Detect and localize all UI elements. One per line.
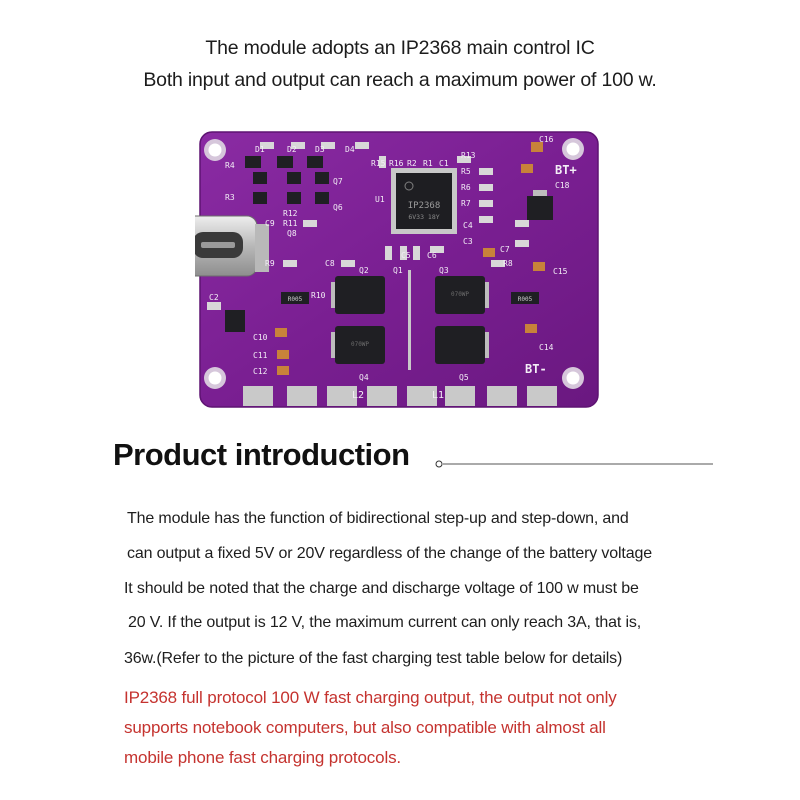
- silk-r11: R11: [283, 219, 298, 228]
- sense-resistor-left: R005: [281, 292, 309, 304]
- silk-r6: R6: [461, 183, 471, 192]
- chip-marking-line-2: 6V33 18Y: [408, 213, 439, 221]
- section-title: Product introduction: [113, 437, 410, 472]
- silk-d1: D1: [255, 145, 265, 154]
- capacitors-orange: [275, 142, 545, 375]
- silk-c7: C7: [500, 245, 510, 254]
- transistor-group-top-left: [245, 156, 329, 204]
- intro-line-5: 36w.(Refer to the picture of the fast ch…: [124, 650, 623, 667]
- svg-text:R005: R005: [288, 296, 303, 303]
- mounting-hole-bottom-right: [562, 367, 584, 389]
- silk-r10: R10: [311, 291, 326, 300]
- silk-c12: C12: [253, 367, 268, 376]
- silk-q5: Q5: [459, 373, 469, 382]
- mosfet-q1: [331, 276, 385, 314]
- silk-r7: R7: [461, 199, 471, 208]
- passive-components: [260, 142, 529, 267]
- silk-c3: C3: [463, 237, 473, 246]
- intro-line-1: The module has the function of bidirecti…: [127, 510, 629, 527]
- silk-c16: C16: [539, 135, 554, 144]
- silk-q8: Q8: [287, 229, 297, 238]
- silk-l1: L1: [432, 390, 444, 401]
- silk-r4: R4: [225, 161, 235, 170]
- highlight-line-1: IP2368 full protocol 100 W fast charging…: [124, 688, 617, 707]
- silk-d2: D2: [287, 145, 297, 154]
- silk-c1: C1: [439, 159, 449, 168]
- mounting-hole-top-right: [562, 138, 584, 160]
- silk-r16: R16: [389, 159, 404, 168]
- silk-c5: C5: [401, 251, 411, 260]
- mounting-hole-top-left: [204, 139, 226, 161]
- mosfet-q4: [435, 326, 489, 364]
- silk-c18: C18: [555, 181, 570, 190]
- sense-resistor-right: R005: [511, 292, 539, 304]
- title-rule: [435, 460, 713, 468]
- usb-c-port: [195, 215, 269, 277]
- silk-r5: R5: [461, 167, 471, 176]
- svg-text:R005: R005: [518, 296, 533, 303]
- mosfet-q2: [435, 276, 489, 314]
- silk-c10: C10: [253, 333, 268, 342]
- silk-r12: R12: [283, 209, 298, 218]
- mounting-hole-bottom-left: [204, 367, 226, 389]
- ip2368-chip: IP2368 6V33 18Y: [391, 168, 457, 234]
- header-line-1: The module adopts an IP2368 main control…: [205, 37, 595, 59]
- header-line-2: Both input and output can reach a maximu…: [143, 69, 657, 91]
- regulator-u1: [527, 196, 553, 220]
- silk-q6: Q6: [333, 203, 343, 212]
- silk-bt-plus: BT+: [555, 163, 577, 177]
- silk-c9: C9: [265, 219, 275, 228]
- silk-r15: R15: [371, 159, 386, 168]
- silk-l2: L2: [352, 390, 364, 401]
- silk-c4: C4: [463, 221, 473, 230]
- silk-q7: Q7: [333, 177, 343, 186]
- highlight-line-3: mobile phone fast charging protocols.: [124, 748, 402, 767]
- mosfet-q3: [331, 326, 385, 364]
- silk-q2: Q2: [359, 266, 369, 275]
- title-rule-dot: [435, 460, 443, 468]
- chip-marking-line-1: IP2368: [408, 201, 441, 211]
- silk-q4: Q4: [359, 373, 369, 382]
- silk-c15: C15: [553, 267, 568, 276]
- silk-c2: C2: [209, 293, 219, 302]
- intro-line-4: 20 V. If the output is 12 V, the maximum…: [128, 614, 642, 631]
- silk-d3: D3: [315, 145, 325, 154]
- silk-d4: D4: [345, 145, 355, 154]
- mosfet-marking-a: 070WP: [451, 291, 469, 298]
- silk-q3: Q3: [439, 266, 449, 275]
- silk-r8: R8: [503, 259, 513, 268]
- mosfet-marking-b: 070WP: [351, 341, 369, 348]
- silk-q1: Q1: [393, 266, 403, 275]
- bottom-solder-pads: [243, 386, 557, 406]
- silk-u1: U1: [375, 195, 385, 204]
- silk-bt-minus: BT-: [525, 362, 547, 376]
- silk-r2: R2: [407, 159, 417, 168]
- silk-c8: C8: [325, 259, 335, 268]
- highlight-line-2: supports notebook computers, but also co…: [124, 718, 606, 737]
- silk-r13: R13: [461, 151, 476, 160]
- silk-r9: R9: [265, 259, 275, 268]
- silk-r1: R1: [423, 159, 433, 168]
- silk-c11: C11: [253, 351, 268, 360]
- silk-c14: C14: [539, 343, 554, 352]
- silk-r3: R3: [225, 193, 235, 202]
- intro-line-3: It should be noted that the charge and d…: [124, 580, 639, 597]
- small-ic-lower-left: [225, 310, 245, 332]
- intro-line-2: can output a fixed 5V or 20V regardless …: [127, 545, 652, 562]
- silk-c6: C6: [427, 251, 437, 260]
- pcb-module-photo: IP2368 6V33 18Y 070WP 070WP: [195, 128, 605, 413]
